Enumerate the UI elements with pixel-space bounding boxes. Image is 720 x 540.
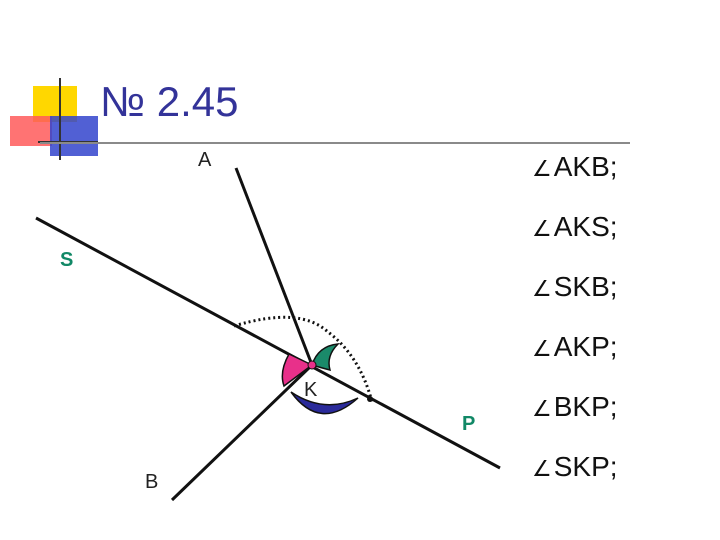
angle-list: ∠AKB; ∠AKS; ∠SKB; ∠AKP; ∠BKP; ∠SKP; bbox=[532, 150, 712, 510]
ray-ka bbox=[234, 167, 314, 366]
angle-text: AKS; bbox=[553, 211, 618, 242]
label-point-a: A bbox=[198, 149, 212, 171]
angle-symbol: ∠ bbox=[532, 277, 552, 302]
angle-item: ∠AKS; bbox=[532, 210, 712, 270]
angle-symbol: ∠ bbox=[532, 157, 552, 182]
angle-symbol: ∠ bbox=[532, 397, 552, 422]
angle-text: SKB; bbox=[553, 271, 618, 302]
angle-symbol: ∠ bbox=[532, 457, 552, 482]
angle-item: ∠SKB; bbox=[532, 270, 712, 330]
angle-text: BKP; bbox=[553, 391, 618, 422]
ray-kb bbox=[170, 363, 314, 502]
logo-blue-square bbox=[50, 116, 98, 156]
line-sp bbox=[35, 216, 501, 470]
angle-item: ∠BKP; bbox=[532, 390, 712, 450]
dotted-arc bbox=[233, 315, 374, 403]
label-line-p: P bbox=[462, 413, 475, 435]
vertex-k-dot bbox=[307, 360, 317, 370]
title-underline bbox=[40, 142, 630, 144]
slide-title: № 2.45 bbox=[100, 78, 239, 125]
angle-text: SKP; bbox=[553, 451, 618, 482]
angle-marker-navy bbox=[290, 391, 359, 415]
angle-symbol: ∠ bbox=[532, 217, 552, 242]
angle-item: ∠AKP; bbox=[532, 330, 712, 390]
angle-text: AKP; bbox=[553, 331, 618, 362]
arc-endpoint-dot bbox=[367, 396, 373, 402]
angle-item: ∠AKB; bbox=[532, 150, 712, 210]
angle-marker-teal bbox=[311, 343, 341, 372]
label-point-b: B bbox=[145, 471, 158, 493]
angle-symbol: ∠ bbox=[532, 337, 552, 362]
angle-marker-magenta bbox=[281, 353, 314, 388]
angle-text: AKB; bbox=[553, 151, 618, 182]
label-line-s: S bbox=[60, 249, 73, 271]
label-point-k: K bbox=[304, 379, 318, 401]
angle-item: ∠SKP; bbox=[532, 450, 712, 510]
